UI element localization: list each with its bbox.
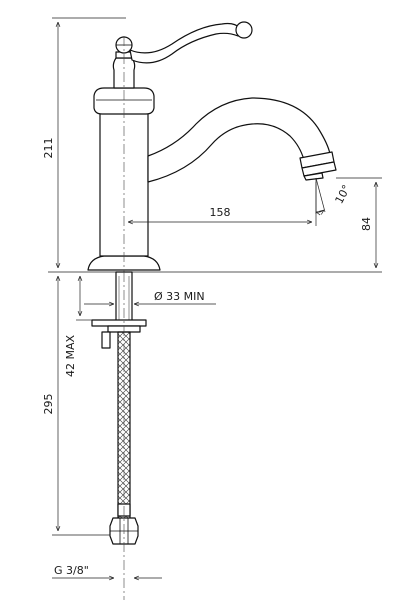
dim-spout-height: 84	[336, 177, 382, 268]
dim-label-connection: G 3/8"	[54, 564, 89, 577]
dim-label-reach: 158	[210, 206, 231, 219]
dim-deck-max: 42 MAX	[64, 276, 92, 377]
dim-label-hole-diameter: Ø 33 MIN	[154, 290, 205, 303]
dim-hose-length: 295	[42, 276, 110, 536]
cap-collar	[93, 87, 155, 115]
dim-reach: 158	[128, 182, 317, 226]
lever-handle	[129, 22, 241, 64]
mounting-assembly	[91, 271, 147, 600]
dim-label-spout-angle: 10°	[333, 183, 354, 206]
lever-end-ball	[235, 21, 253, 39]
dim-hole-diameter: Ø 33 MIN	[84, 290, 216, 304]
faucet-body	[87, 21, 337, 272]
side-tube	[101, 331, 111, 349]
dim-spout-angle: 10°	[316, 177, 354, 214]
fixing-washer	[91, 319, 147, 327]
dim-label-spout-height: 84	[360, 217, 373, 231]
dim-label-height-total: 211	[42, 138, 55, 159]
dim-connection: G 3/8"	[52, 564, 162, 578]
dim-height-total: 211	[42, 17, 126, 268]
dim-label-hose-length: 295	[42, 394, 55, 415]
dim-label-deck-max: 42 MAX	[64, 335, 77, 378]
